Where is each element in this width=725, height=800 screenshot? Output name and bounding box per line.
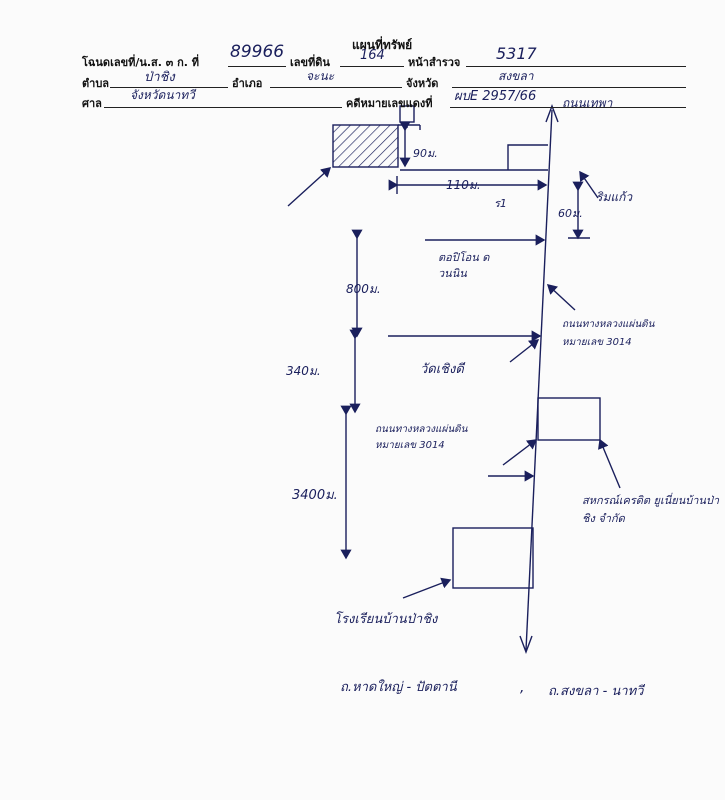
label-marker: ร1 <box>494 197 507 210</box>
case-underline <box>450 107 686 108</box>
deed-label: โฉนดเลขที่/น.ส. ๓ ก. ที่ <box>82 56 200 69</box>
label-dist-90: 90ม. <box>413 147 438 160</box>
survey-page-label: หน้าสำรวจ <box>408 56 461 69</box>
main-road-line <box>525 109 553 651</box>
district-label: อำเภอ <box>232 77 263 90</box>
school-building <box>452 527 534 589</box>
province-underline <box>452 87 686 88</box>
label-dist-110: 110ม. <box>446 178 481 192</box>
main-road-arrow-top <box>545 104 559 123</box>
coop-building <box>537 397 601 441</box>
label-comma: , <box>520 680 525 696</box>
district-underline <box>270 87 402 88</box>
province-value: สงขลา <box>498 69 534 83</box>
label-road-hatyai-pattani: ถ.หาดใหญ่ - ปัตตานี <box>340 680 457 695</box>
subdistrict-value: ป่าชิง <box>144 70 175 85</box>
label-highway-north: ถนนทางหลวงแผ่นดิน หมายเลข 3014 <box>562 319 655 348</box>
land-number: 164 <box>360 48 385 63</box>
court-underline <box>104 107 342 108</box>
deed-underline <box>228 66 286 67</box>
label-mosque: วัดเชิงดี <box>420 362 464 377</box>
survey-page-underline <box>466 66 686 67</box>
main-road-arrow-bottom <box>519 635 533 654</box>
case-number: ผบE 2957/66 <box>454 89 537 104</box>
label-school-top: ตอปิโอน ดวนนิน <box>438 251 490 280</box>
province-label: จังหวัด <box>406 77 439 90</box>
survey-page-number: 5317 <box>496 44 537 63</box>
label-dist-800: 800ม. <box>346 282 381 296</box>
court-label: ศาล <box>82 97 102 110</box>
property-parcel <box>332 124 399 168</box>
deed-number: 89966 <box>230 42 285 62</box>
label-coop: สหกรณ์เครดิต ยูเนี่ยนบ้านป่าชิง จำกัด <box>582 494 720 525</box>
court-value: จังหวัดนาทวี <box>130 88 195 102</box>
land-no-label: เลขที่ดิน <box>290 56 330 69</box>
land-no-underline <box>340 66 404 67</box>
district-value: จะนะ <box>306 69 335 83</box>
case-label: คดีหมายเลขแดงที่ <box>346 97 433 110</box>
label-roadside: ริมแก้ว <box>596 190 633 204</box>
subdistrict-label: ตำบล <box>82 77 110 90</box>
subdistrict-underline <box>110 87 228 88</box>
label-top-road: ถนนเทพา <box>562 96 613 110</box>
label-dist-340: 340ม. <box>286 364 321 378</box>
label-road-songkhla-nathawi: ถ.สงขลา - นาทวี <box>548 684 644 699</box>
label-dist-3400: 3400ม. <box>292 488 338 503</box>
label-highway-south: ถนนทางหลวงแผ่นดิน หมายเลข 3014 <box>375 424 468 451</box>
label-dist-60: 60ม. <box>558 207 583 220</box>
form-title: แผนที่ทรัพย์ <box>352 38 413 52</box>
label-school-bottom: โรงเรียนบ้านป่าชิง <box>334 612 438 627</box>
